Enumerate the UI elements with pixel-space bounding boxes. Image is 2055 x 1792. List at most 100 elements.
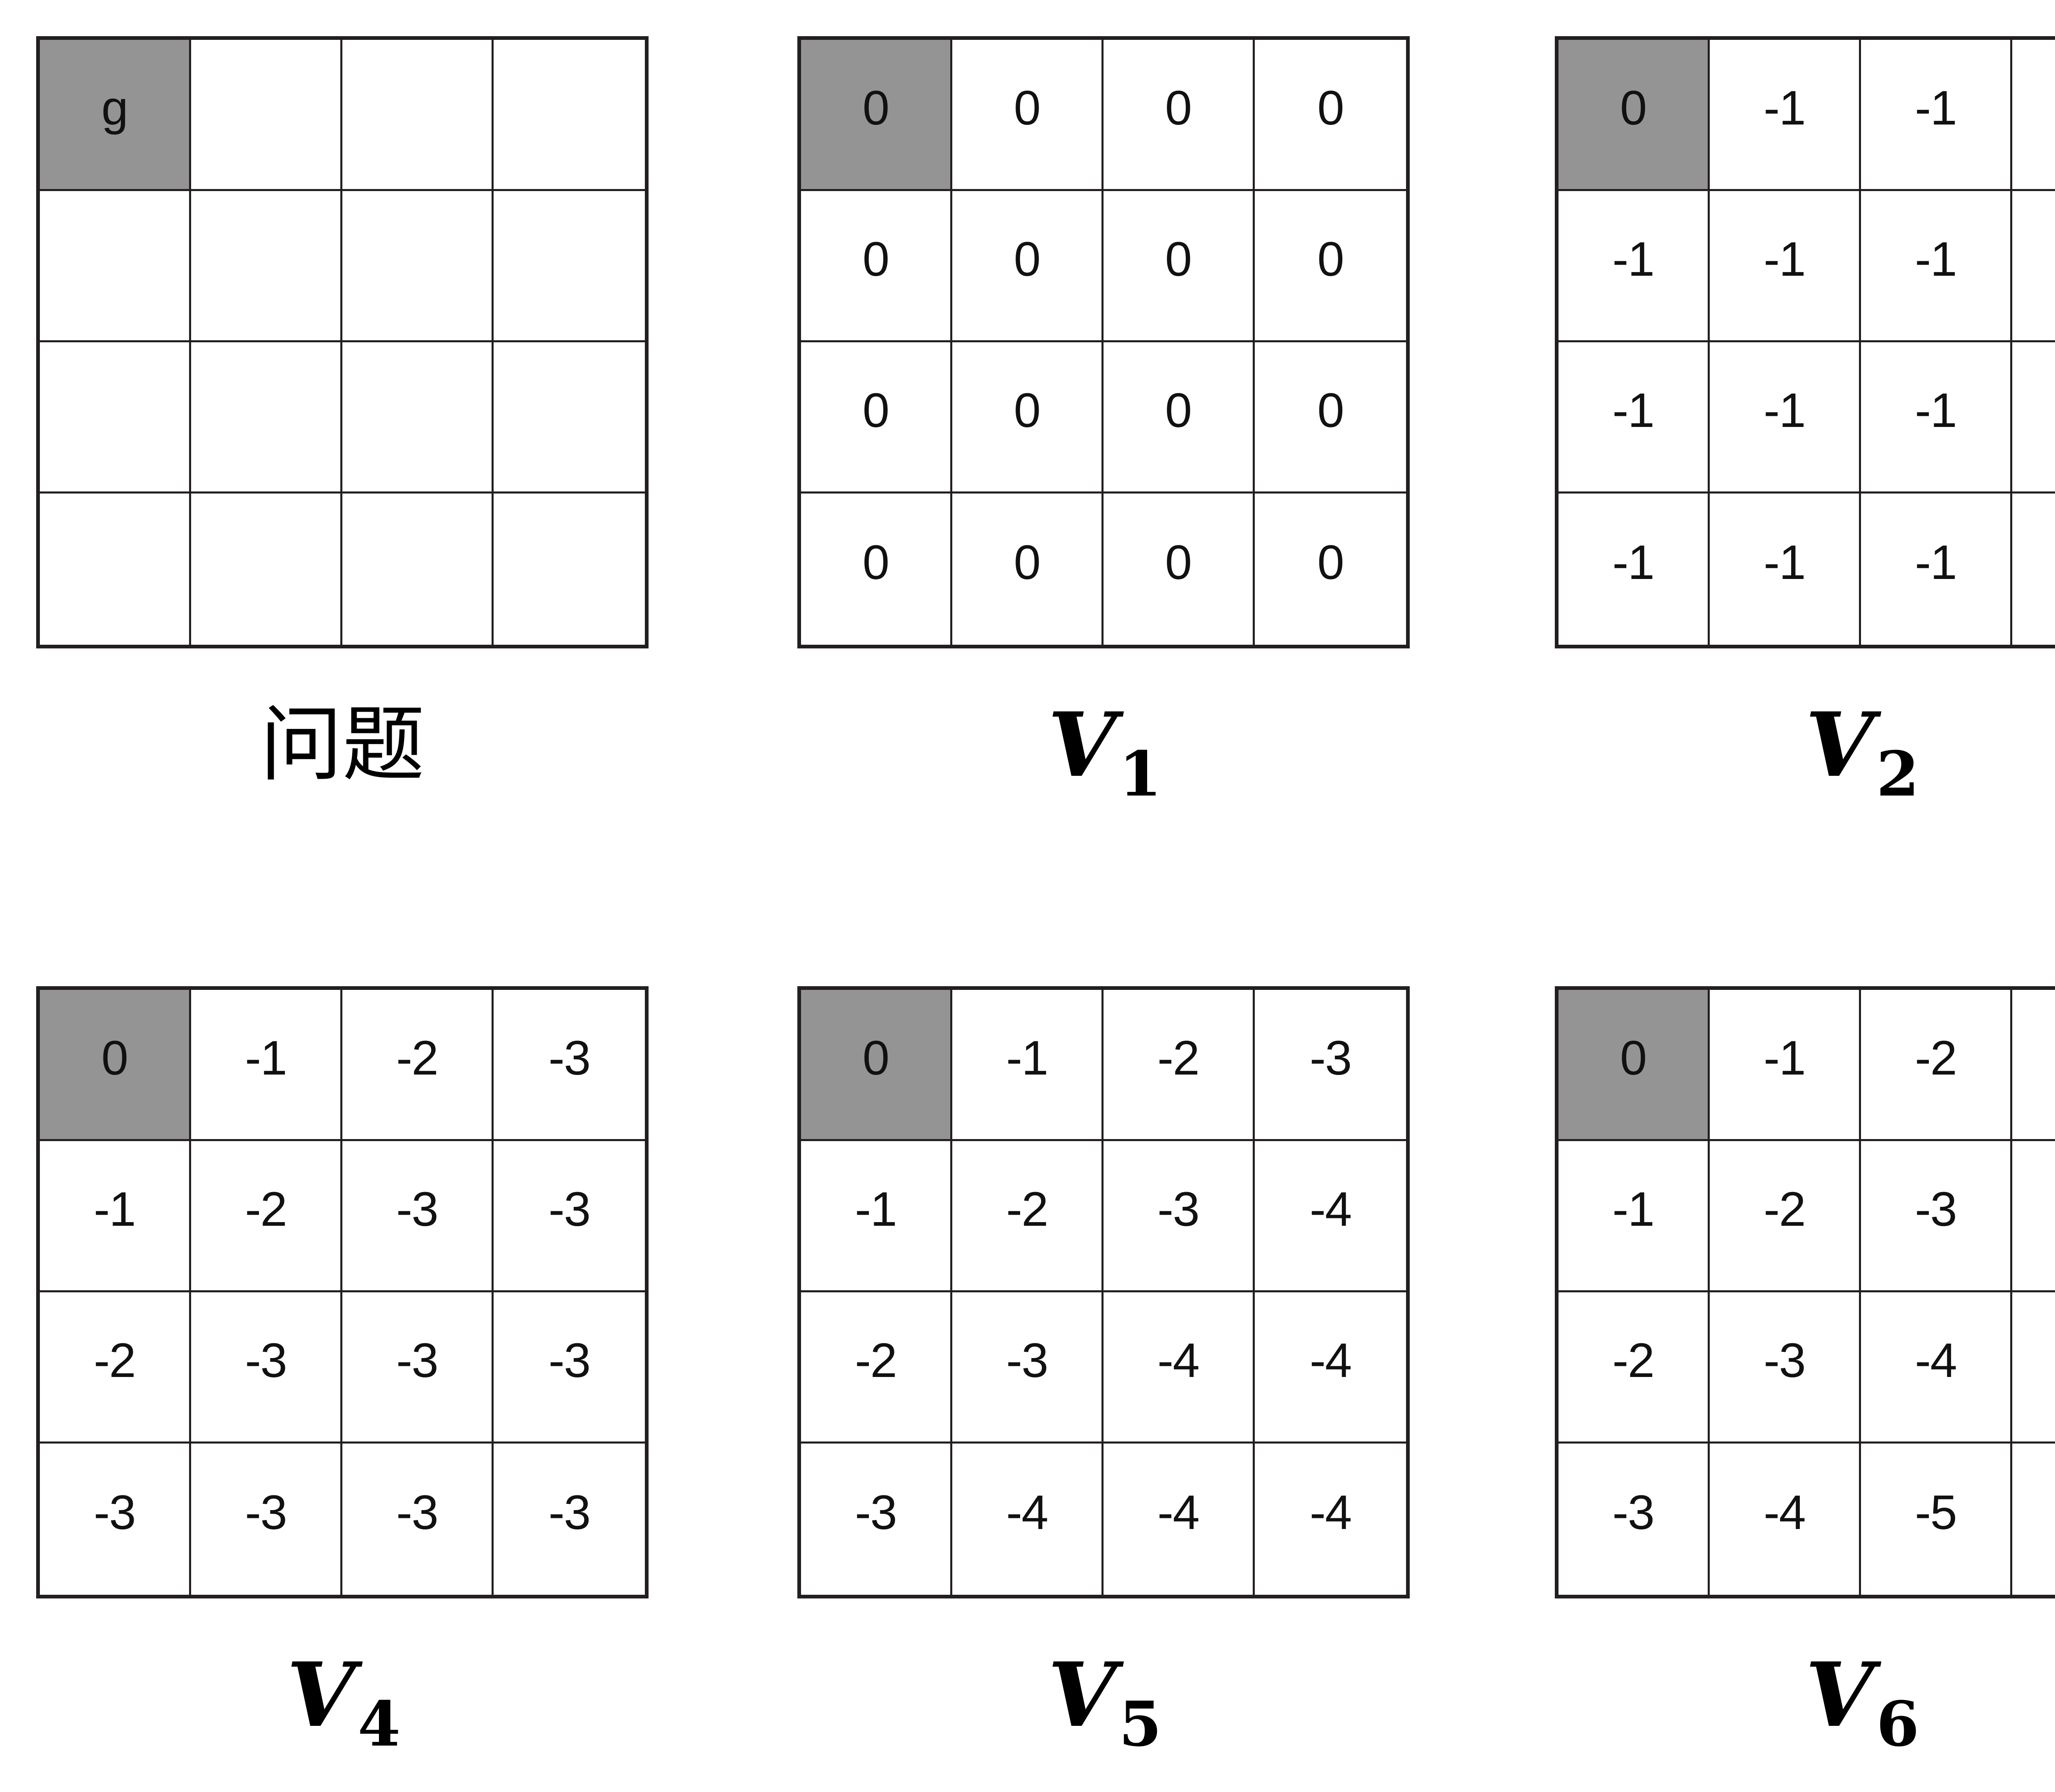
- grid-cell: [40, 191, 191, 342]
- grid-cell: -4: [1104, 1444, 1255, 1595]
- cell-value: 0: [1014, 383, 1041, 438]
- caption-symbol: V: [1805, 1643, 1874, 1747]
- cell-value: -5: [1915, 1485, 1957, 1540]
- grid-cell: [40, 342, 191, 494]
- cell-value: -1: [1612, 383, 1655, 438]
- grid-cell: -2: [801, 1292, 952, 1444]
- grid-cell: -1: [1559, 191, 1710, 342]
- grid-cell: -1: [1710, 40, 1861, 191]
- grid-cell: -1: [1710, 494, 1861, 645]
- caption-subscript: 2: [1876, 738, 1919, 810]
- grid-cell: [494, 342, 645, 494]
- cell-value: -3: [548, 1182, 591, 1236]
- cell-value: -1: [1915, 81, 1957, 135]
- grid-cell: -1: [40, 1141, 191, 1292]
- cell-value: 0: [1165, 232, 1192, 286]
- grid-cell: -3: [342, 1292, 494, 1444]
- cell-value: 0: [101, 1031, 129, 1085]
- grid-cell: -2: [342, 990, 494, 1141]
- cell-value: 0: [1014, 81, 1041, 135]
- cell-value: -3: [855, 1485, 897, 1540]
- grid-caption-v5: V5: [797, 1627, 1410, 1763]
- grid-caption-problem: 问题: [36, 677, 649, 813]
- grid-cell: -1: [1861, 494, 2012, 645]
- cell-value: -1: [1764, 1031, 1806, 1085]
- cell-value: 0: [862, 81, 890, 135]
- cell-value: 0: [862, 232, 890, 286]
- cell-value: -3: [396, 1485, 439, 1540]
- grid-cell: -1: [1861, 191, 2012, 342]
- cell-value: -3: [1006, 1333, 1048, 1388]
- grid-cell: -3: [1255, 990, 1406, 1141]
- cell-value: -2: [1764, 1182, 1806, 1236]
- grid-cell: -3: [40, 1444, 191, 1595]
- grid-cell-goal: 0: [801, 990, 952, 1141]
- grid-cell: 0: [1104, 191, 1255, 342]
- grid-cell: -2: [1861, 990, 2012, 1141]
- cell-value: 0: [1620, 81, 1647, 135]
- grid-cell: -3: [1861, 1141, 2012, 1292]
- cell-value: -1: [94, 1182, 136, 1236]
- grid-cell: [494, 40, 645, 191]
- cell-value: g: [101, 81, 129, 135]
- grid-cell: 0: [801, 342, 952, 494]
- cell-value: -4: [1309, 1182, 1352, 1236]
- cell-value: -1: [1915, 232, 1957, 286]
- grid-caption-v1: V1: [797, 677, 1410, 813]
- grid-cell: -1: [1559, 342, 1710, 494]
- grid-cell: -2: [1710, 1141, 1861, 1292]
- value-grid-v6: 0-1-2-3-1-2-3-4-2-3-4-5-3-4-5-5: [1555, 986, 2055, 1598]
- cell-value: -1: [1612, 1182, 1655, 1236]
- grid-cell: [494, 191, 645, 342]
- grid-cell: [342, 342, 494, 494]
- caption-symbol: V: [1805, 693, 1874, 797]
- grid-cell: 0: [952, 342, 1104, 494]
- grid-cell: -2: [40, 1292, 191, 1444]
- grid-cell: -3: [191, 1444, 342, 1595]
- cell-value: 0: [1317, 232, 1344, 286]
- grid-cell: -1: [801, 1141, 952, 1292]
- cell-value: 0: [1014, 535, 1041, 590]
- grid-cell: 0: [1255, 191, 1406, 342]
- grid-cell: -3: [952, 1292, 1104, 1444]
- cell-value: -3: [1309, 1031, 1352, 1085]
- cell-value: -3: [396, 1333, 439, 1388]
- grid-cell: 0: [1104, 494, 1255, 645]
- grid-cell: -1: [1861, 40, 2012, 191]
- grid-cell: -1: [2012, 494, 2055, 645]
- cell-value: -1: [1006, 1031, 1048, 1085]
- cell-value: -3: [548, 1031, 591, 1085]
- grid-cell: -4: [952, 1444, 1104, 1595]
- grid-cell: -4: [1255, 1141, 1406, 1292]
- cell-value: -4: [1006, 1485, 1048, 1540]
- caption-text: 问题: [260, 697, 425, 793]
- grid-cell: -3: [342, 1444, 494, 1595]
- cell-value: -3: [1764, 1333, 1806, 1388]
- caption-symbol: V: [1048, 693, 1117, 797]
- value-grid-v5: 0-1-2-3-1-2-3-4-2-3-4-4-3-4-4-4: [797, 986, 1410, 1598]
- cell-value: -1: [1764, 383, 1806, 438]
- grid-cell: -4: [1104, 1292, 1255, 1444]
- grid-cell: -3: [1104, 1141, 1255, 1292]
- cell-value: -4: [1157, 1485, 1200, 1540]
- cell-value: 0: [862, 383, 890, 438]
- caption-symbol: V: [1048, 1643, 1117, 1747]
- cell-value: -3: [1157, 1182, 1200, 1236]
- cell-value: -3: [1612, 1485, 1655, 1540]
- grid-cell: -2: [1559, 1292, 1710, 1444]
- grid-cell: [342, 40, 494, 191]
- cell-value: -3: [396, 1182, 439, 1236]
- cell-value: -4: [1764, 1485, 1806, 1540]
- grid-cell: -5: [2012, 1444, 2055, 1595]
- cell-value: -1: [1764, 232, 1806, 286]
- cell-value: -1: [1764, 81, 1806, 135]
- cell-value: -1: [1612, 232, 1655, 286]
- caption-subscript: 6: [1876, 1688, 1919, 1760]
- cell-value: 0: [1317, 535, 1344, 590]
- grid-cell: -1: [2012, 40, 2055, 191]
- grid-cell: 0: [801, 494, 952, 645]
- cell-value: 0: [1165, 81, 1192, 135]
